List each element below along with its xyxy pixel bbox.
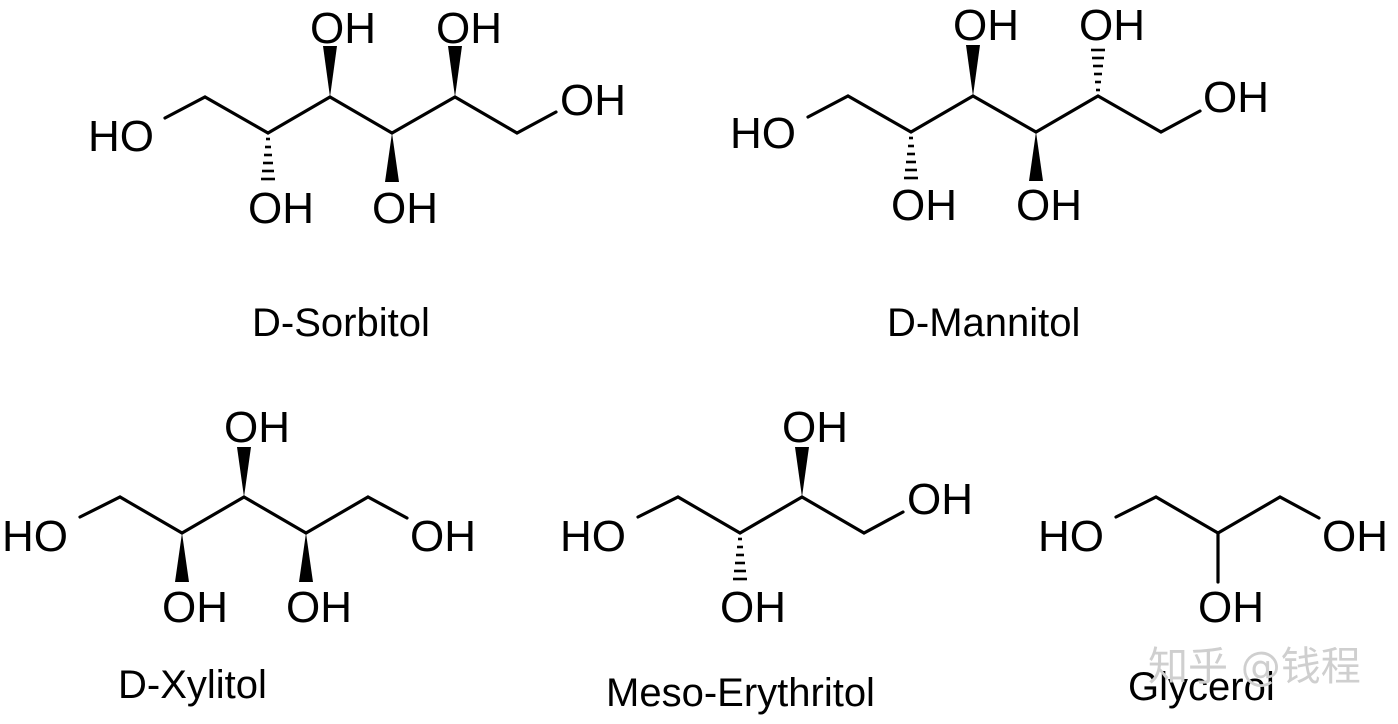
molecule-d-mannitol: HO OH OH OH OH OH D-Mannitol <box>730 1 1269 345</box>
atom-label-oh: OH <box>1079 1 1145 50</box>
molecule-d-sorbitol: HO OH OH OH OH OH D-Sorbitol <box>88 4 626 345</box>
atom-label-ho: HO <box>88 112 154 161</box>
atom-label-oh: OH <box>1016 181 1082 230</box>
atom-label-oh: OH <box>372 184 438 233</box>
atom-label-oh: OH <box>782 403 848 452</box>
atom-label-oh: OH <box>248 184 314 233</box>
atom-label-oh: OH <box>1322 512 1388 561</box>
compound-name: D-Mannitol <box>887 301 1080 345</box>
atom-label-oh: OH <box>286 583 352 632</box>
atom-label-oh: OH <box>162 583 228 632</box>
atom-label-oh: OH <box>953 1 1019 50</box>
atom-label-oh: OH <box>560 76 626 125</box>
compound-name: Meso-Erythritol <box>606 671 875 715</box>
atom-label-ho: HO <box>2 512 68 561</box>
atom-label-oh: OH <box>436 4 502 53</box>
atom-label-oh: OH <box>410 512 476 561</box>
atom-label-oh: OH <box>1198 583 1264 632</box>
molecule-meso-erythritol: HO OH OH OH Meso-Erythritol <box>560 403 973 715</box>
atom-label-oh: OH <box>224 403 290 452</box>
atom-label-oh: OH <box>310 4 376 53</box>
atom-label-ho: HO <box>1038 512 1104 561</box>
atom-label-oh: OH <box>907 475 973 524</box>
atom-label-oh: OH <box>720 583 786 632</box>
compound-name: Glycerol <box>1128 665 1275 709</box>
watermark: 知乎 @钱程 <box>1148 644 1361 690</box>
compound-name: D-Sorbitol <box>252 301 430 345</box>
atom-label-ho: HO <box>730 109 796 158</box>
atom-label-ho: HO <box>560 512 626 561</box>
compound-name: D-Xylitol <box>118 663 267 707</box>
atom-label-oh: OH <box>1203 73 1269 122</box>
molecule-glycerol: HO OH OH Glycerol <box>1038 495 1388 709</box>
atom-label-oh: OH <box>891 181 957 230</box>
molecule-d-xylitol: HO OH OH OH OH D-Xylitol <box>2 403 476 707</box>
